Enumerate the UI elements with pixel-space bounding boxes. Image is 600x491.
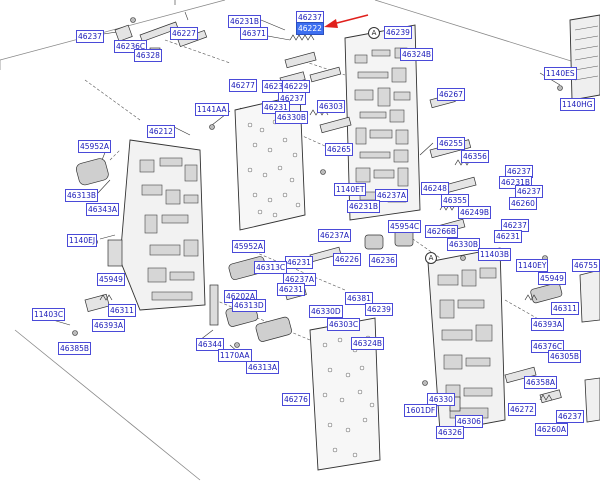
part-label-46266b[interactable]: 46266B xyxy=(425,225,459,238)
part-label-46212[interactable]: 46212 xyxy=(147,125,175,138)
part-label-46313b[interactable]: 46313B xyxy=(65,189,99,202)
part-label-46306[interactable]: 46306 xyxy=(455,415,483,428)
part-label-46231-b[interactable]: 46231 xyxy=(494,230,522,243)
part-label-46755[interactable]: 46755 xyxy=(572,259,600,272)
valve-body-lower-right xyxy=(427,247,506,433)
part-label-46249b[interactable]: 46249B xyxy=(458,206,492,219)
part-label-46231-c[interactable]: 46231 xyxy=(285,256,313,269)
part-label-46313c[interactable]: 46313C xyxy=(254,261,288,274)
part-label-46356[interactable]: 46356 xyxy=(461,150,489,163)
part-label-46260a[interactable]: 46260A xyxy=(535,423,568,436)
part-label-1141aa[interactable]: 1141AA xyxy=(195,103,229,116)
valve-body-right-edge xyxy=(579,269,600,423)
part-label-46381[interactable]: 46381 xyxy=(345,292,373,305)
part-label-46239[interactable]: 46239 xyxy=(384,26,412,39)
part-label-46330d[interactable]: 46330D xyxy=(309,305,343,318)
part-label-45952a-b[interactable]: 45952A xyxy=(232,240,265,253)
valve-body-left xyxy=(119,139,206,311)
red-arrow xyxy=(324,14,369,28)
part-label-46236[interactable]: 46236 xyxy=(369,254,397,267)
part-label-46231-d[interactable]: 46231 xyxy=(277,283,305,296)
part-label-46324b[interactable]: 46324B xyxy=(400,48,434,61)
part-label-46303c[interactable]: 46303C xyxy=(327,318,361,331)
part-label-46231b-c[interactable]: 46231B xyxy=(347,200,381,213)
part-label-46330b-b[interactable]: 46330B xyxy=(447,238,481,251)
part-label-1601df[interactable]: 1601DF xyxy=(404,404,438,417)
part-label-46237[interactable]: 46237 xyxy=(76,30,104,43)
part-label-46313d[interactable]: 46313D xyxy=(232,299,266,312)
part-label-46276[interactable]: 46276 xyxy=(282,393,310,406)
part-label-46237-h[interactable]: 46237 xyxy=(556,410,584,423)
part-label-46326[interactable]: 46326 xyxy=(436,426,464,439)
part-label-46255[interactable]: 46255 xyxy=(437,137,465,150)
part-label-46311[interactable]: 46311 xyxy=(108,304,136,317)
part-label-46222-highlighted[interactable]: 46222 xyxy=(296,22,324,35)
part-label-46358a[interactable]: 46358A xyxy=(524,376,557,389)
part-label-46237a-b[interactable]: 46237A xyxy=(318,229,351,242)
circle-a-top: A xyxy=(368,27,380,39)
part-label-45952a[interactable]: 45952A xyxy=(78,140,111,153)
part-label-46324b-b[interactable]: 46324B xyxy=(351,337,385,350)
part-label-1140ey[interactable]: 1140EY xyxy=(516,259,549,272)
part-label-46344[interactable]: 46344 xyxy=(196,338,224,351)
part-label-46248[interactable]: 46248 xyxy=(421,182,449,195)
circle-a-bottom: A xyxy=(425,252,437,264)
valve-body-upper xyxy=(344,24,421,221)
part-label-1140hg[interactable]: 1140HG xyxy=(560,98,595,111)
part-label-46355[interactable]: 46355 xyxy=(441,194,469,207)
bolts xyxy=(72,17,563,386)
part-label-45949[interactable]: 45949 xyxy=(97,273,125,286)
part-label-46267[interactable]: 46267 xyxy=(437,88,465,101)
part-label-46239-b[interactable]: 46239 xyxy=(365,303,393,316)
part-label-46237-f[interactable]: 46237 xyxy=(515,185,543,198)
part-label-1140es[interactable]: 1140ES xyxy=(544,67,577,80)
part-label-46277[interactable]: 46277 xyxy=(229,79,257,92)
part-label-46303[interactable]: 46303 xyxy=(317,100,345,113)
part-label-46226[interactable]: 46226 xyxy=(333,253,361,266)
part-label-46227[interactable]: 46227 xyxy=(170,27,198,40)
part-label-46260[interactable]: 46260 xyxy=(509,197,537,210)
part-label-46265[interactable]: 46265 xyxy=(325,143,353,156)
part-label-46328[interactable]: 46328 xyxy=(134,49,162,62)
part-label-46330b[interactable]: 46330B xyxy=(275,111,309,124)
part-label-46305b[interactable]: 46305B xyxy=(548,350,582,363)
part-label-45949-b[interactable]: 45949 xyxy=(538,272,566,285)
part-label-46385b[interactable]: 46385B xyxy=(58,342,92,355)
part-label-46313a[interactable]: 46313A xyxy=(246,361,279,374)
part-label-46343a[interactable]: 46343A xyxy=(86,203,119,216)
part-label-1170aa[interactable]: 1170AA xyxy=(218,349,252,362)
part-label-45954c[interactable]: 45954C xyxy=(388,220,422,233)
part-label-11403b[interactable]: 11403B xyxy=(478,248,512,261)
part-label-46393a-b[interactable]: 46393A xyxy=(531,318,564,331)
valve-module-top-right xyxy=(569,14,600,101)
part-label-46376c[interactable]: 46376C xyxy=(531,340,565,353)
part-label-11403c[interactable]: 11403C xyxy=(32,308,66,321)
part-label-46393a[interactable]: 46393A xyxy=(92,319,125,332)
part-label-46371[interactable]: 46371 xyxy=(240,27,268,40)
part-label-1140ej[interactable]: 1140EJ xyxy=(67,234,98,247)
part-label-46237a[interactable]: 46237A xyxy=(375,189,408,202)
part-label-46272[interactable]: 46272 xyxy=(508,403,536,416)
part-label-1140et[interactable]: 1140ET xyxy=(334,183,367,196)
part-label-46311-b[interactable]: 46311 xyxy=(551,302,579,315)
part-label-46330[interactable]: 46330 xyxy=(427,393,455,406)
